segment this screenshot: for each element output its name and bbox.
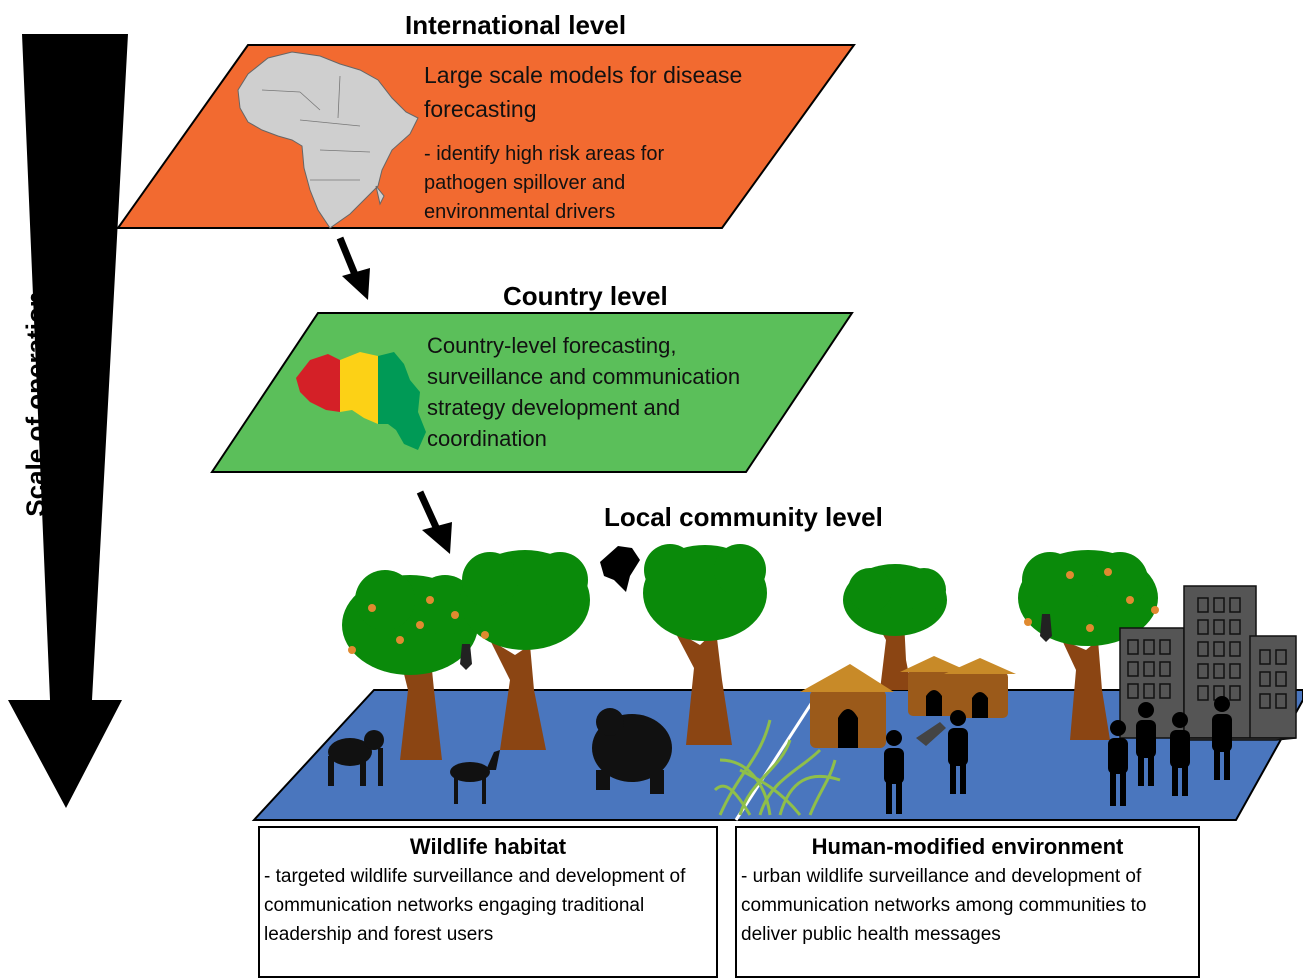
hanging-bat-icon-2 (1040, 614, 1052, 642)
tree-1 (342, 570, 478, 760)
hut-icon-1 (800, 664, 894, 748)
scale-arrow (8, 34, 128, 808)
country-title: Country level (503, 281, 668, 311)
building-windows (1127, 597, 1287, 709)
africa-map-icon (237, 51, 419, 229)
human-title: Human-modified environment (811, 834, 1124, 859)
tree-5 (1018, 550, 1159, 740)
antelope-icon (450, 750, 500, 804)
buildings-icon (1119, 585, 1297, 741)
chimpanzee-icon (328, 730, 384, 786)
international-title: International level (405, 10, 627, 40)
country-panel (210, 312, 854, 473)
grass-icon (713, 719, 841, 816)
wildlife-text: - targeted wildlife surveillance and dev… (264, 866, 686, 945)
hanging-bat-icon-3 (916, 722, 946, 746)
local-title: Local community level (604, 502, 883, 532)
hut-icon-2 (900, 656, 970, 716)
international-text-main: Large scale models for disease forecasti… (424, 62, 743, 122)
hut-icon-3 (944, 658, 1016, 718)
people-icons (884, 696, 1232, 814)
guinea-flag-map-icon (296, 354, 340, 412)
tree-3 (643, 544, 767, 745)
human-box: Human-modified environment - urban wildl… (735, 826, 1200, 978)
gorilla-icon (592, 708, 672, 794)
flow-arrow-2 (416, 490, 452, 554)
country-text: Country-level forecasting, surveillance … (427, 333, 741, 451)
wildlife-title: Wildlife habitat (409, 834, 567, 859)
wildlife-box: Wildlife habitat - targeted wildlife sur… (258, 826, 718, 978)
flow-arrow-1 (336, 236, 370, 300)
international-text-sub: - identify high risk areas for pathogen … (424, 143, 665, 223)
bat-icon (600, 546, 640, 592)
tree-2 (460, 550, 590, 750)
human-text: - urban wildlife surveillance and develo… (741, 866, 1147, 945)
tree-4 (843, 564, 947, 690)
hanging-bat-icon (460, 644, 472, 670)
scale-label: Scale of operation (20, 291, 51, 517)
